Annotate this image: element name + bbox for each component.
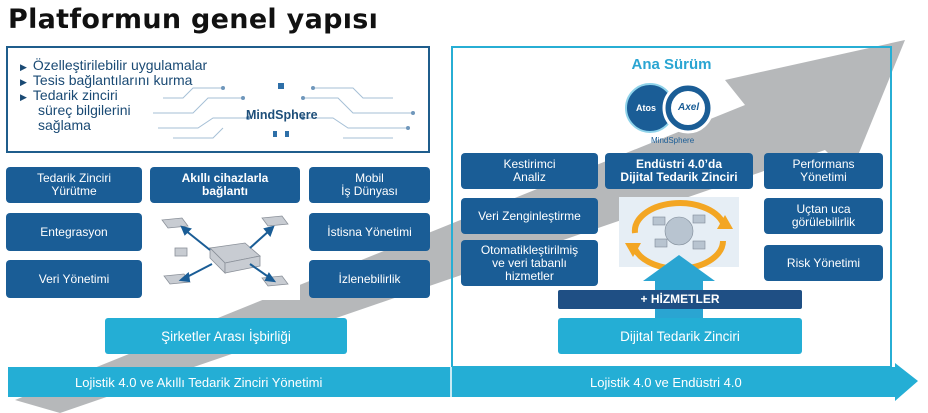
dijital-tedarik-zinciri-button[interactable]: Dijital Tedarik Zinciri xyxy=(558,318,802,354)
page-title: Platformun genel yapısı xyxy=(8,4,379,35)
mindsphere-label: MindSphere xyxy=(246,108,318,122)
feature-item: ▶Tesis bağlantılarını kurma xyxy=(20,72,193,88)
ana-surum-heading: Ana Sürüm xyxy=(631,56,712,73)
bottom-bar-right-label: Lojistik 4.0 ve Endüstri 4.0 xyxy=(590,375,742,390)
entegrasyon-button[interactable]: Entegrasyon xyxy=(6,213,142,251)
bottom-bar-left-label: Lojistik 4.0 ve Akıllı Tedarik Zinciri Y… xyxy=(75,375,323,390)
istisna-yonetimi-button[interactable]: İstisna Yönetimi xyxy=(309,213,430,251)
hizmetler-banner[interactable]: + HİZMETLER xyxy=(558,290,802,309)
axel-logo-text: Axel xyxy=(678,102,700,113)
mindsphere-small-label: MindSphere xyxy=(651,136,695,145)
sirketler-arasi-isbirligi-button[interactable]: Şirketler Arası İşbirliği xyxy=(105,318,347,354)
features-box: ▶Özelleştirilebilir uygulamalar ▶Tesis b… xyxy=(6,46,430,153)
feature-item: ▶Tedarik zinciri xyxy=(20,87,118,103)
circuit-decoration xyxy=(153,83,415,139)
feature-item-cont: süreç bilgilerini xyxy=(38,102,131,118)
izlenebilirlik-button[interactable]: İzlenebilirlik xyxy=(309,260,430,298)
atos-axel-logo xyxy=(625,82,714,134)
bottom-timeline-arrow xyxy=(8,363,918,401)
connected-devices-illustration xyxy=(150,208,300,300)
atos-logo-text: Atos xyxy=(636,103,656,113)
risk-yonetimi-button[interactable]: Risk Yönetimi xyxy=(764,245,883,281)
feature-item-cont: sağlama xyxy=(38,117,91,133)
veri-zenginlestirme-button[interactable]: Veri Zenginleştirme xyxy=(461,198,598,234)
feature-item: ▶Özelleştirilebilir uygulamalar xyxy=(20,57,208,73)
veri-yonetimi-button[interactable]: Veri Yönetimi xyxy=(6,260,142,298)
